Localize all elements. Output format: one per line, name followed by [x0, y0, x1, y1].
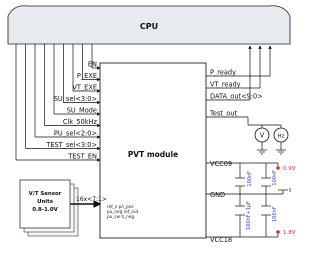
signal-label-5: Clk_50kHz [63, 118, 98, 126]
sensor-units-line3: 0.8-1.0V [32, 207, 58, 213]
sensor-pin-label: pu_sw ti_neg [107, 214, 134, 219]
sensor-pin-label: ref_n pn_pos [107, 204, 134, 209]
source-0v9: 0.9V [276, 166, 296, 172]
test-out-net: V Hz [206, 116, 289, 155]
signal-label-8: TEST_EN [67, 152, 97, 160]
output-label-0: P_ready [210, 68, 236, 76]
power-network [206, 162, 288, 238]
gnd-label: GND [210, 191, 225, 199]
cpu-label: CPU [140, 22, 158, 31]
cap-label-2: 100nF [272, 170, 278, 186]
signal-label-0: EN [88, 60, 97, 68]
sensor-bus: 16x<7:1> [70, 196, 107, 208]
sensor-units-line2: Units [37, 199, 53, 205]
voltage-label-1v8: 1.8V [283, 230, 296, 236]
frequency-meter-label: Hz [277, 134, 284, 140]
pvt-module-label: PVT module [128, 150, 178, 159]
signal-label-6: PU_sel<2:0> [54, 129, 97, 137]
vcc18-label: VCC18 [210, 236, 232, 244]
pvt-block-diagram: CPU PVT module EN P_EXE VT_EXE SU_sel<3:0> S… [7, 5, 296, 244]
sensor-bus-label: 16x<7:1> [76, 196, 107, 203]
signal-label-4: SU_Mode [67, 106, 97, 114]
sensor-pin-label: pu_neg ref_out [107, 209, 139, 214]
cpu-block [7, 5, 291, 45]
vcc09-label: VCC09 [210, 160, 232, 168]
sensor-pin-labels: ref_n pn_pos pu_neg ref_out pu_sw ti_neg [107, 204, 139, 219]
sensor-units-line1: V/T Sensor [29, 191, 62, 197]
cap-label-1: 100nF [247, 171, 253, 187]
cap-label-4: 100nF [272, 206, 278, 222]
left-signal-lines: EN P_EXE VT_EXE SU_sel<3:0> SU_ModeClk_50kHz… [15, 44, 101, 162]
output-label-2: DATA_out<9:0> [210, 92, 263, 100]
power-pin-labels: VCC09 GND VCC18 [210, 160, 232, 244]
signal-label-1: P_EXE [77, 72, 97, 80]
sensor-units-stack: V/T Sensor Units 0.8-1.0V [19, 179, 79, 237]
voltage-label-0v9: 0.9V [283, 166, 296, 172]
source-indicator-icon [276, 166, 280, 170]
signal-label-7: TEST_sel<3:0> [45, 141, 97, 149]
cap-label-3: 100nF+1μF [246, 201, 252, 230]
output-label-1: VT_ready [210, 80, 241, 88]
pvt-module-block [99, 62, 207, 239]
source-indicator-icon [276, 230, 280, 234]
output-label-3: Test_out [209, 109, 237, 117]
signal-label-3: SU_sel<3:0> [54, 95, 97, 103]
source-1v8: 1.8V [276, 230, 296, 236]
ground-icon [257, 149, 286, 155]
voltmeter-label: V [260, 132, 265, 140]
signal-label-2: VT_EXE [72, 83, 97, 91]
